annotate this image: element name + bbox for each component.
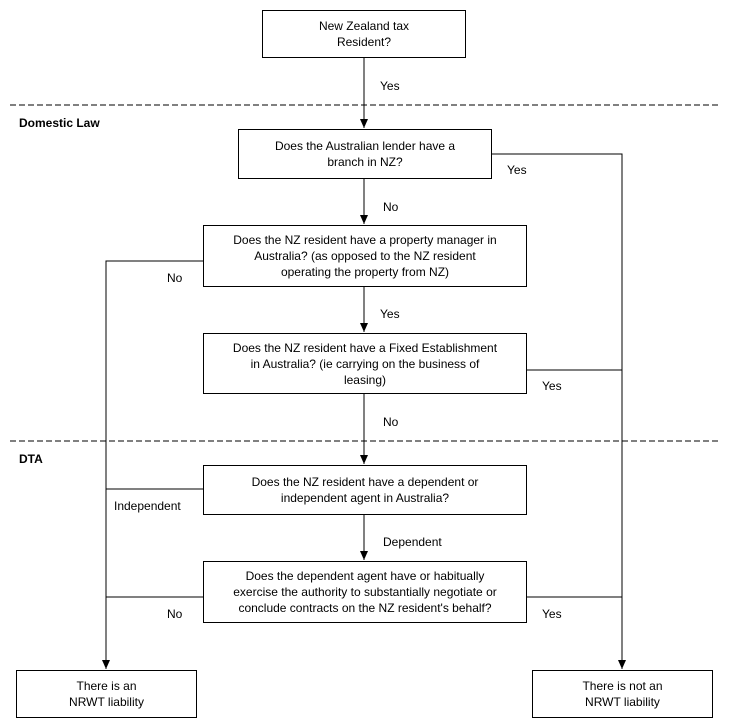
label-no-fixed-establishment: No <box>383 415 399 429</box>
label-no-property-manager: No <box>167 271 183 285</box>
connector-branch-yes <box>491 153 626 669</box>
label-independent: Independent <box>114 499 181 513</box>
box-nrwt-liability: There is an NRWT liability <box>16 670 197 718</box>
label-yes-fixed-establishment: Yes <box>542 379 562 393</box>
section-title-dta: DTA <box>19 452 43 466</box>
box-australian-lender-branch: Does the Australian lender have a branch… <box>238 129 492 179</box>
box-dependent-independent-agent: Does the NZ resident have a dependent or… <box>203 465 527 515</box>
connector-property-manager-no <box>102 260 203 669</box>
label-yes-authority: Yes <box>542 607 562 621</box>
box-fixed-establishment: Does the NZ resident have a Fixed Establ… <box>203 333 527 394</box>
label-yes-property-manager: Yes <box>380 307 400 321</box>
box-property-manager: Does the NZ resident have a property man… <box>203 225 527 287</box>
label-dependent: Dependent <box>383 535 442 549</box>
label-yes-resident: Yes <box>380 79 400 93</box>
label-no-branch: No <box>383 200 399 214</box>
box-no-nrwt-liability: There is not an NRWT liability <box>532 670 713 718</box>
box-nz-tax-resident: New Zealand tax Resident? <box>262 10 466 58</box>
box-agent-authority: Does the dependent agent have or habitua… <box>203 561 527 623</box>
label-no-authority: No <box>167 607 183 621</box>
section-title-domestic-law: Domestic Law <box>19 116 100 130</box>
label-yes-branch: Yes <box>507 163 527 177</box>
